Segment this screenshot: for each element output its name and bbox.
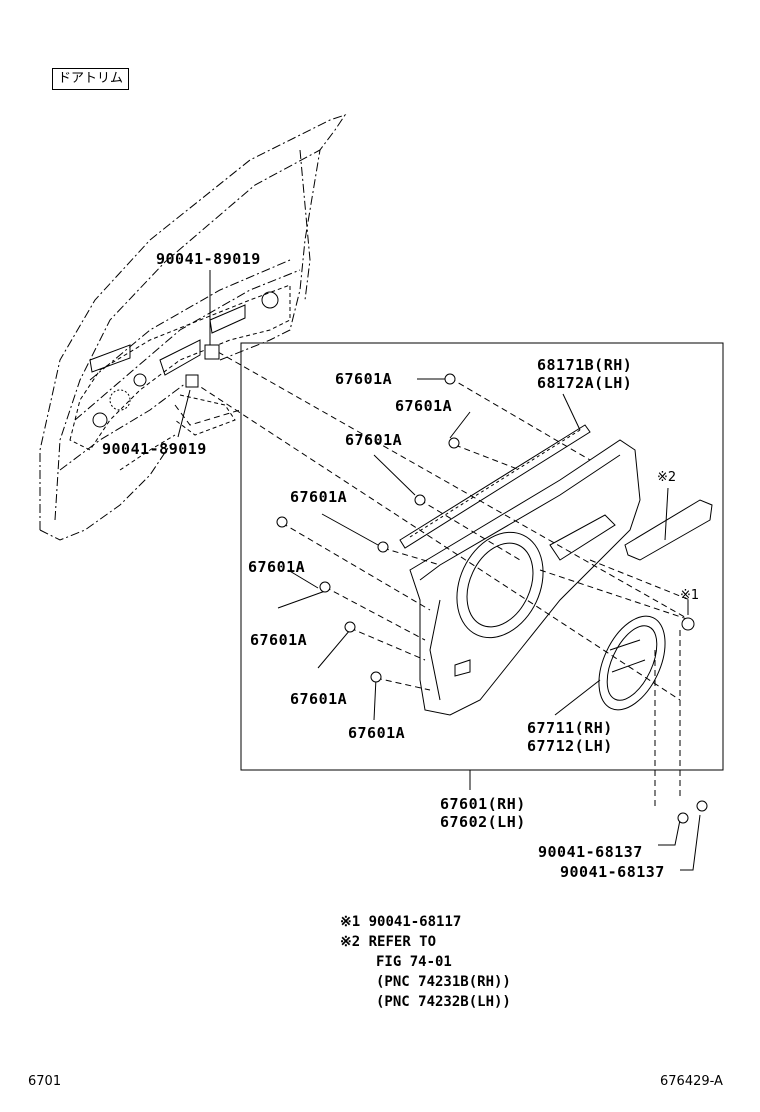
footer-right-code: 676429-A <box>660 1074 723 1089</box>
callout-67711: 67711(RH) <box>527 719 613 737</box>
clip-90041-89019-bottom <box>185 374 199 388</box>
footer-left-code: 6701 <box>28 1074 62 1089</box>
clip-67601a-6 <box>319 581 331 593</box>
clip-67601a-8 <box>370 671 382 683</box>
clip-67601a-2 <box>448 437 460 449</box>
callout-67601a-2: 67601A <box>395 397 453 415</box>
callout-90041-68137-b: 90041-68137 <box>560 863 665 881</box>
callout-90041-89019-bottom: 90041-89019 <box>102 440 207 458</box>
diagram-title: ドアトリム <box>52 68 130 90</box>
clip-67601a-5 <box>276 516 288 528</box>
callout-67601a-4: 67601A <box>290 488 348 506</box>
footnotes: ※1 90041-68117 ※2 REFER TO FIG 74-01 (PN… <box>340 912 511 1012</box>
clip-67601a-7 <box>344 621 356 633</box>
note1-mark: ※1 <box>340 914 361 930</box>
callout-68171b: 68171B(RH) <box>537 356 633 374</box>
speaker-grille <box>598 615 666 711</box>
clip-mark1 <box>681 617 695 631</box>
door-body-outline <box>39 114 347 541</box>
callout-68172a: 68172A(LH) <box>537 374 633 392</box>
door-inner-panel <box>69 284 291 471</box>
note2-line4: (PNC 74232B(LH)) <box>376 994 511 1010</box>
callout-mark2: ※2 <box>657 470 677 485</box>
note2-mark: ※2 <box>340 934 361 950</box>
callout-67601a-7: 67601A <box>290 690 348 708</box>
trim-assembly-box <box>240 342 724 771</box>
callout-67601a-8: 67601A <box>348 724 406 742</box>
callout-67712: 67712(LH) <box>527 737 613 755</box>
armrest-pad <box>624 499 713 561</box>
door-trim-panel <box>409 439 641 716</box>
note2-line2: FIG 74-01 <box>376 954 452 970</box>
callout-67601a-6: 67601A <box>250 631 308 649</box>
callout-90041-89019-top: 90041-89019 <box>156 250 261 268</box>
callout-67602: 67602(LH) <box>440 813 526 831</box>
note2-line1: REFER TO <box>368 934 437 950</box>
clip-90041-89019-top <box>204 344 220 360</box>
note2-line3: (PNC 74231B(RH)) <box>376 974 511 990</box>
clip-67601a-1 <box>444 373 456 385</box>
note1-text: 90041-68117 <box>368 914 462 930</box>
weatherstrip <box>399 424 591 549</box>
callout-90041-68137-a: 90041-68137 <box>538 843 643 861</box>
screw-90041-68137-b <box>696 800 708 812</box>
clip-67601a-4 <box>377 541 389 553</box>
callout-67601a-5: 67601A <box>248 558 306 576</box>
clip-67601a-3 <box>414 494 426 506</box>
callout-67601: 67601(RH) <box>440 795 526 813</box>
screw-90041-68137-a <box>677 812 689 824</box>
callout-67601a-1: 67601A <box>335 370 393 388</box>
callout-67601a-3: 67601A <box>345 431 403 449</box>
callout-mark1: ※1 <box>680 588 700 603</box>
